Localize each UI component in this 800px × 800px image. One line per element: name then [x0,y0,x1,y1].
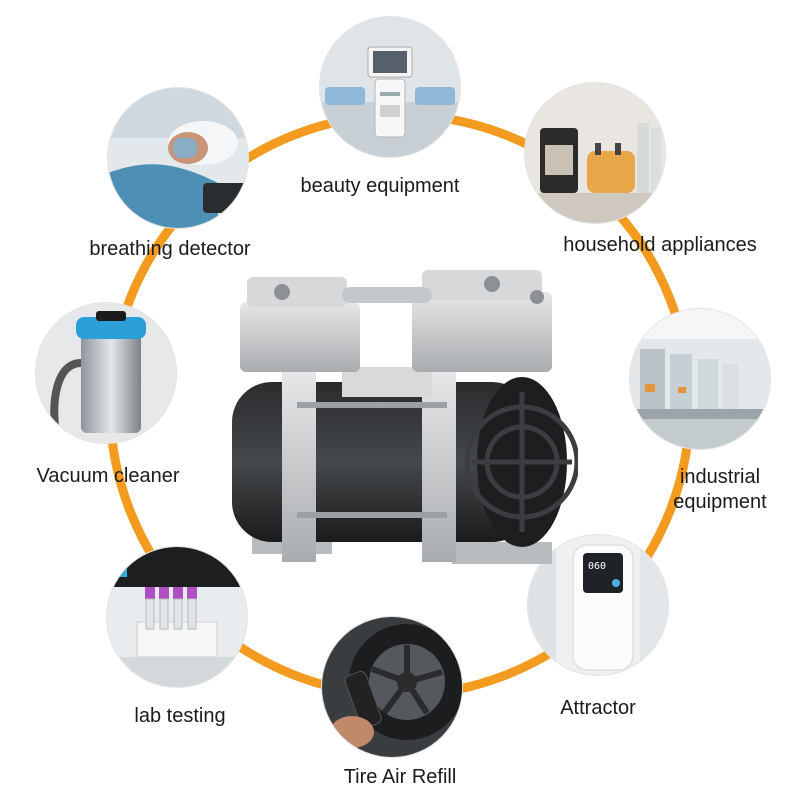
svg-text:060: 060 [588,561,606,572]
factory-line-icon [630,309,770,449]
vacuum-cleaner-icon [36,303,176,443]
test-tube-rack-icon [107,547,247,687]
tire-air-refill-photo [322,617,462,757]
label-attractor: Attractor [560,697,636,719]
tire-inflator-icon [322,617,462,757]
label-industrial-equipment: industrial equipment [640,465,800,515]
breathing-mask-icon [108,88,248,228]
label-breathing-detector: breathing detector [89,238,251,260]
household-appliances-photo [525,83,665,223]
air-pump-icon [232,270,578,564]
label-tire-air-refill: Tire Air Refill [343,766,457,788]
industrial-equipment-photo [630,309,770,449]
beauty-device-icon [320,17,460,157]
label-lab-testing: lab testing [134,705,226,727]
label-household-appliances: household appliances [563,234,757,256]
breathing-detector-photo [108,88,248,228]
lab-testing-photo [107,547,247,687]
label-industrial-line1: industrial [679,466,761,488]
label-beauty-equipment: beauty equipment [300,175,460,197]
vacuum-cleaner-photo [36,303,176,443]
label-vacuum-cleaner: Vacuum cleaner [36,465,180,487]
label-industrial-line2: equipment [673,491,767,513]
beauty-equipment-photo [320,17,460,157]
appliance-icon [525,83,665,223]
